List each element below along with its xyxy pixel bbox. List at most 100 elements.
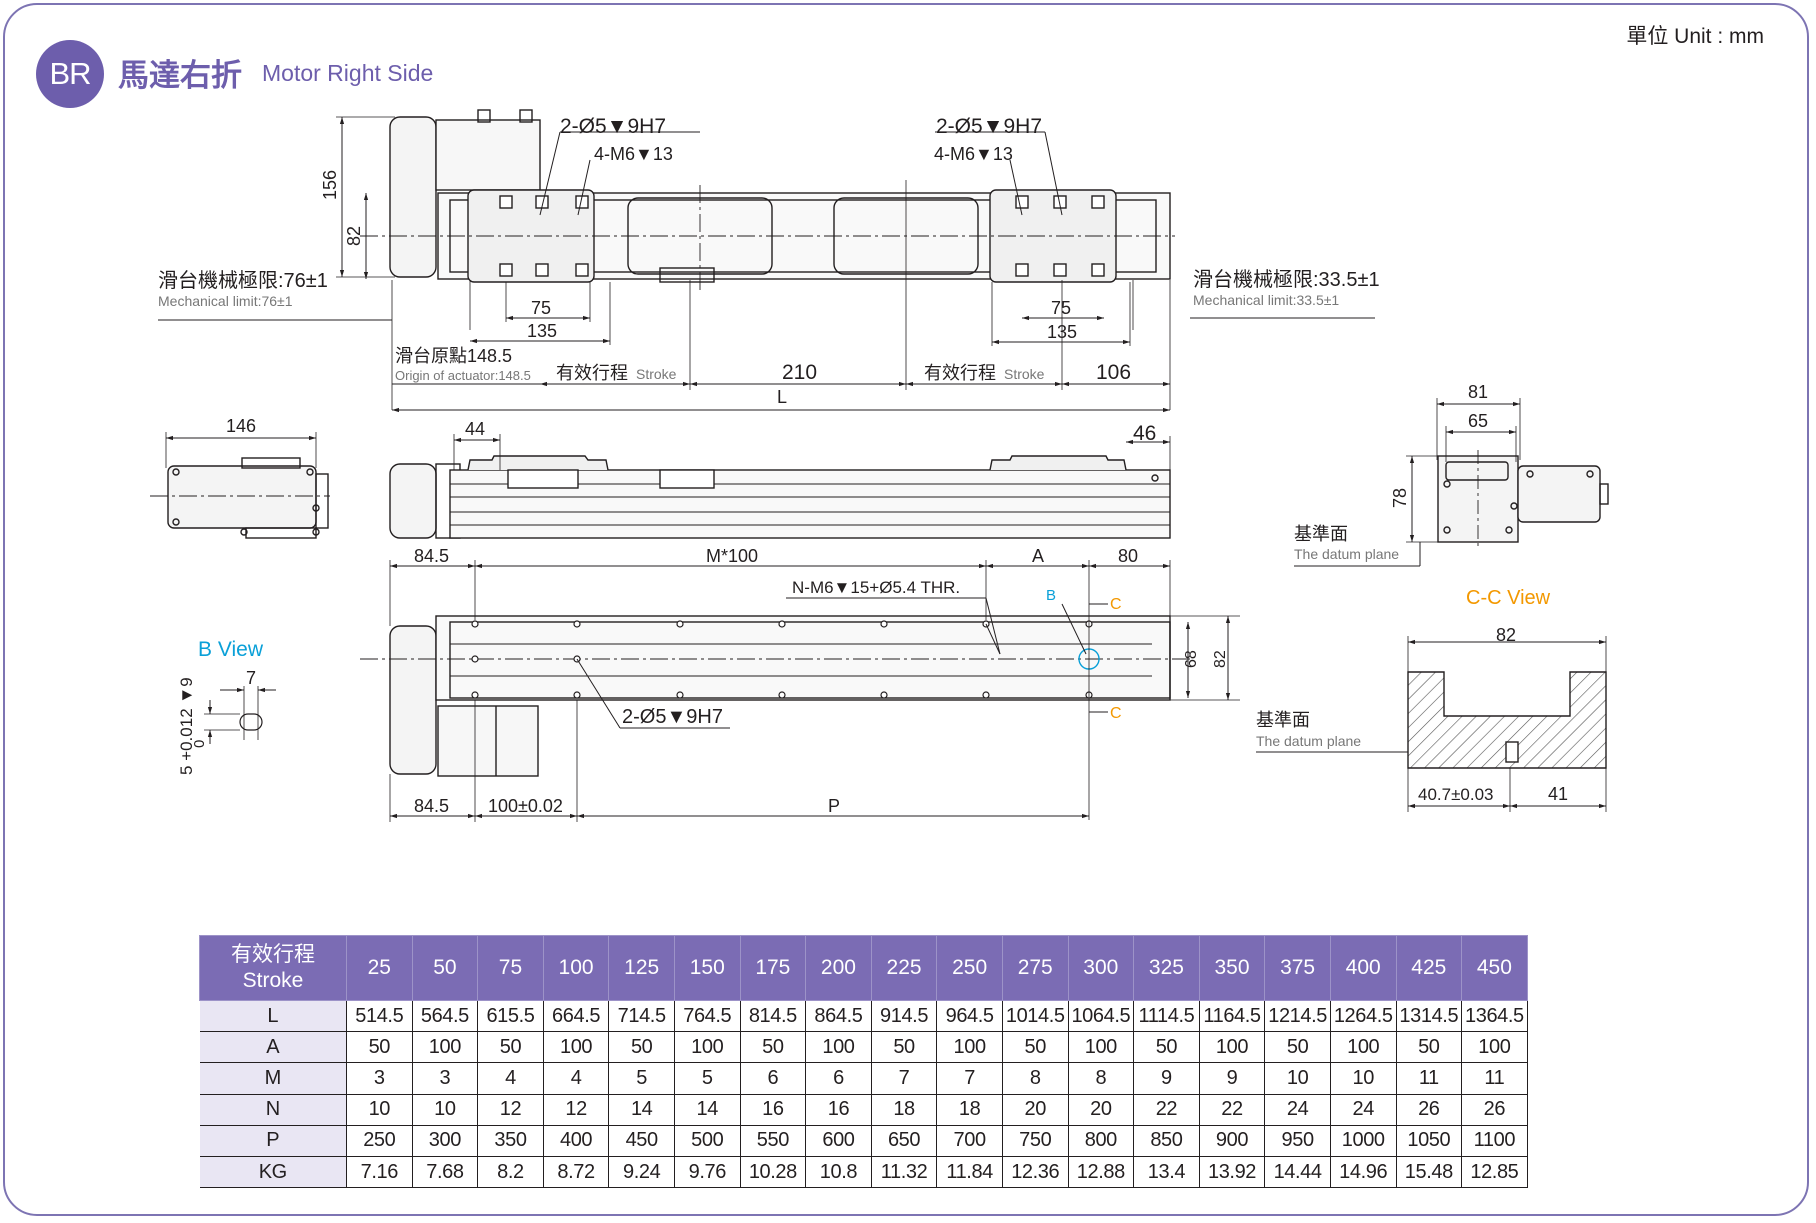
spec-cell: 13.4 xyxy=(1133,1155,1200,1189)
stroke-col: 150 xyxy=(673,935,741,1001)
spec-cell: 12.36 xyxy=(1001,1155,1069,1189)
spec-cell: 20 xyxy=(1067,1093,1135,1126)
spec-cell: 11 xyxy=(1395,1062,1463,1095)
stroke-header-cn: 有效行程 xyxy=(231,943,315,966)
spec-cell: 8 xyxy=(1001,1062,1069,1095)
spec-cell: 50 xyxy=(1001,1031,1069,1064)
tap-callout-right: 4-M6▼13 xyxy=(934,144,1013,164)
spec-cell: 7.68 xyxy=(411,1155,479,1189)
stroke-col: 125 xyxy=(608,935,675,1001)
spec-row-label: A xyxy=(199,1031,347,1064)
stroke-header: 有效行程 Stroke xyxy=(199,935,347,1001)
spec-cell: 100 xyxy=(1067,1031,1135,1064)
spec-cell: 600 xyxy=(805,1124,872,1157)
cc-view xyxy=(1256,636,1607,812)
spec-cell: 100 xyxy=(805,1031,872,1064)
spec-cell: 24 xyxy=(1329,1093,1397,1126)
model-badge: BR xyxy=(36,40,104,108)
spec-cell: 650 xyxy=(870,1124,938,1157)
spec-cell: 50 xyxy=(477,1031,544,1064)
spec-cell: 1164.5 xyxy=(1198,999,1266,1033)
hole-callout-bottom: 2-Ø5▼9H7 xyxy=(622,706,723,728)
b-view-title: B View xyxy=(198,638,264,661)
mech-limit-right-en: Mechanical limit:33.5±1 xyxy=(1193,292,1339,308)
spec-cell: 18 xyxy=(870,1093,938,1126)
stroke-cn-right: 有效行程 xyxy=(924,363,996,383)
spec-cell: 100 xyxy=(936,1031,1003,1064)
stroke-en-left: Stroke xyxy=(636,366,677,382)
spec-cell: 100 xyxy=(542,1031,610,1064)
spec-cell: 5 xyxy=(673,1062,741,1095)
b-view xyxy=(204,686,276,744)
spec-cell: 250 xyxy=(346,1124,413,1157)
spec-cell: 3 xyxy=(346,1062,413,1095)
spec-cell: 1364.5 xyxy=(1461,999,1528,1033)
b-view-dim-slot-lower: 0 xyxy=(191,740,208,748)
spec-row-label: N xyxy=(199,1093,347,1126)
datum-cn-2: 基準面 xyxy=(1256,710,1310,730)
dim-210: 210 xyxy=(782,361,817,384)
stroke-col: 200 xyxy=(805,935,872,1001)
stroke-col: 50 xyxy=(411,935,479,1001)
mech-limit-left-cn: 滑台機械極限:76±1 xyxy=(158,269,328,292)
stroke-col: 75 xyxy=(477,935,544,1001)
dim-75-left: 75 xyxy=(531,298,551,318)
spec-cell: 700 xyxy=(936,1124,1003,1157)
spec-cell: 1014.5 xyxy=(1001,999,1069,1033)
spec-cell: 26 xyxy=(1395,1093,1463,1126)
dim-146: 146 xyxy=(226,416,256,436)
spec-cell: 950 xyxy=(1264,1124,1331,1157)
spec-cell: 16 xyxy=(805,1093,872,1126)
spec-cell: 50 xyxy=(346,1031,413,1064)
stroke-en-right: Stroke xyxy=(1004,366,1045,382)
b-view-dim-slot: 5 +0.012 ▼9 xyxy=(177,677,196,775)
spec-cell: 714.5 xyxy=(608,999,675,1033)
stroke-cn-left: 有效行程 xyxy=(556,363,628,383)
spec-cell: 13.92 xyxy=(1198,1155,1266,1189)
dim-68: 68 xyxy=(1183,650,1200,668)
dim-82-bottom: 82 xyxy=(1212,650,1229,668)
page-subtitle: Motor Right Side xyxy=(262,60,434,86)
cable-clamp-top xyxy=(659,267,715,283)
spec-cell: 9 xyxy=(1198,1062,1266,1095)
origin-en: Origin of actuator:148.5 xyxy=(395,368,531,383)
spec-cell: 50 xyxy=(739,1031,807,1064)
stroke-col: 375 xyxy=(1264,935,1331,1001)
spec-cell: 22 xyxy=(1198,1093,1266,1126)
spec-cell: 50 xyxy=(870,1031,938,1064)
end-view-left xyxy=(150,432,330,539)
spec-cell: 50 xyxy=(1264,1031,1331,1064)
stroke-col: 225 xyxy=(870,935,938,1001)
hole-callout-left: 2-Ø5▼9H7 xyxy=(560,115,666,138)
c-label-top: C xyxy=(1110,596,1122,613)
spec-cell: 10 xyxy=(1264,1062,1331,1095)
spec-cell: 10 xyxy=(411,1093,479,1126)
stroke-col: 175 xyxy=(739,935,807,1001)
spec-cell: 10 xyxy=(346,1093,413,1126)
spec-cell: 11.84 xyxy=(936,1155,1003,1189)
connector-top-2 xyxy=(519,109,533,123)
spec-cell: 100 xyxy=(1461,1031,1528,1064)
spec-cell: 14 xyxy=(673,1093,741,1126)
mech-limit-right-cn: 滑台機械極限:33.5±1 xyxy=(1193,268,1380,291)
spec-cell: 24 xyxy=(1264,1093,1331,1126)
spec-cell: 14.96 xyxy=(1329,1155,1397,1189)
spec-cell: 18 xyxy=(936,1093,1003,1126)
spec-cell: 3 xyxy=(411,1062,479,1095)
stroke-col: 250 xyxy=(936,935,1003,1001)
spec-cell: 514.5 xyxy=(346,999,413,1033)
spec-cell: 20 xyxy=(1001,1093,1069,1126)
spec-cell: 664.5 xyxy=(542,999,610,1033)
dim-65: 65 xyxy=(1468,411,1488,431)
spec-cell: 300 xyxy=(411,1124,479,1157)
spec-cell: 1000 xyxy=(1329,1124,1397,1157)
dim-80: 80 xyxy=(1118,546,1138,566)
c-label-bottom: C xyxy=(1110,705,1122,722)
origin-cn: 滑台原點148.5 xyxy=(395,346,512,366)
unit-label: 單位 Unit : mm xyxy=(1626,25,1764,48)
dim-P: P xyxy=(828,796,840,816)
